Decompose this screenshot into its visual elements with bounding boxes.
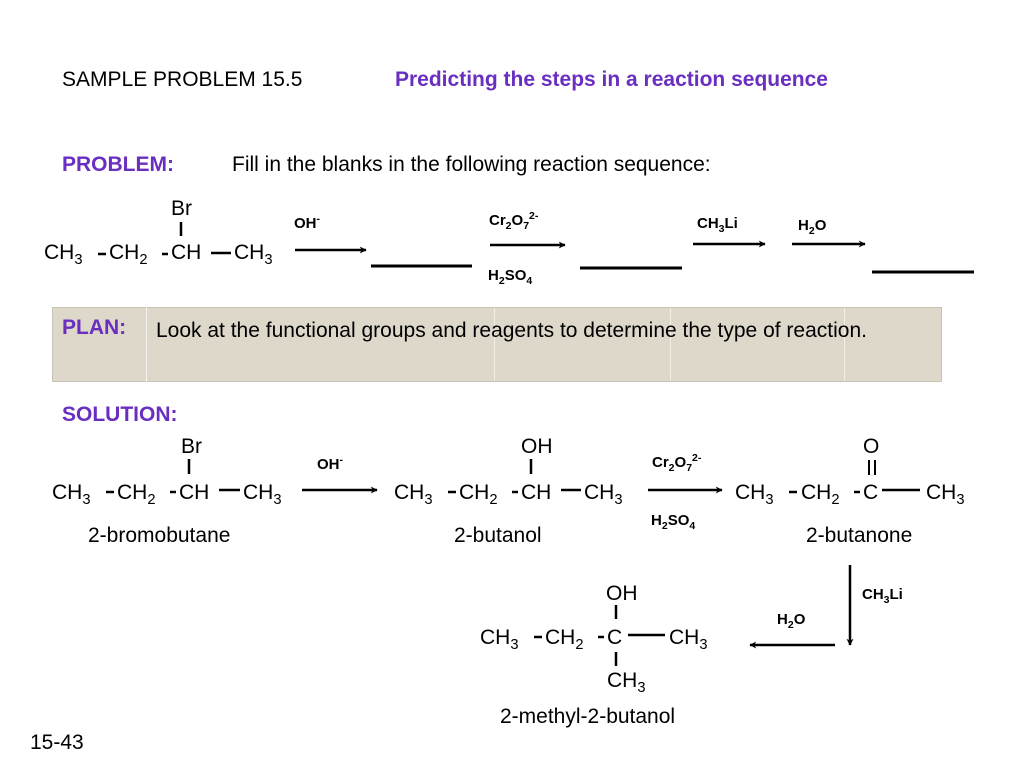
problem-ch-group: CH [171, 241, 202, 264]
problem-number: SAMPLE PROBLEM 15.5 [62, 68, 303, 91]
methylbutanol-ch3-right: CH3 [669, 626, 708, 654]
problem-reagent-methyllithium: CH3Li [697, 215, 738, 235]
plan-divider [146, 307, 147, 382]
solution-reagent-dichromate: Cr2O72- [652, 452, 702, 474]
solution-reagent-hydroxide: OH- [317, 454, 343, 473]
solution-reagent-water: H2O [777, 611, 806, 631]
butanol-ch2: CH2 [459, 481, 498, 509]
butanone-ch2: CH2 [801, 481, 840, 509]
name-bromobutane: 2-bromobutane [88, 524, 231, 547]
butanone-ch3-left: CH3 [735, 481, 774, 509]
butanone-o-atom: O [863, 435, 880, 458]
methylbutanol-c: C [607, 626, 623, 649]
problem-reagent-water: H2O [798, 217, 827, 237]
problem-label: PROBLEM: [62, 153, 174, 176]
methylbutanol-ch3-left: CH3 [480, 626, 519, 654]
methylbutanol-ch3-bottom: CH3 [607, 669, 646, 697]
methylbutanol-oh-group: OH [606, 582, 638, 605]
name-butanol: 2-butanol [454, 524, 542, 547]
problem-ch3-end-group: CH3 [234, 241, 273, 269]
plan-text: Look at the functional groups and reagen… [156, 319, 867, 342]
problem-reagent-sulfuric-acid: H2SO4 [488, 267, 533, 287]
butanol-ch: CH [521, 481, 552, 504]
methylbutanol-ch2: CH2 [545, 626, 584, 654]
problem-title: Predicting the steps in a reaction seque… [395, 68, 828, 91]
butanone-ch3-right: CH3 [926, 481, 965, 509]
problem-text: Fill in the blanks in the following reac… [232, 153, 711, 176]
problem-ch2-group: CH2 [109, 241, 148, 269]
bromobutane-ch: CH [179, 481, 210, 504]
butanol-oh-group: OH [521, 435, 553, 458]
solution-reagent-methyllithium: CH3Li [862, 586, 903, 606]
butanol-ch3-left: CH3 [394, 481, 433, 509]
plan-label: PLAN: [62, 316, 127, 339]
problem-reagent-hydroxide: OH- [294, 213, 320, 232]
plan-box [52, 307, 942, 382]
name-butanone: 2-butanone [806, 524, 913, 547]
solution-reagent-sulfuric-acid: H2SO4 [651, 512, 696, 532]
bromobutane-ch3-right: CH3 [243, 481, 282, 509]
problem-start-structure: CH3 [44, 241, 83, 269]
slide-number: 15-43 [30, 731, 84, 754]
problem-br-atom: Br [171, 197, 192, 220]
butanol-ch3-right: CH3 [584, 481, 623, 509]
butanone-c: C [863, 481, 879, 504]
name-methylbutanol: 2-methyl-2-butanol [500, 705, 676, 728]
bromobutane-br-atom: Br [181, 435, 202, 458]
solution-label: SOLUTION: [62, 403, 178, 426]
bromobutane-ch2: CH2 [117, 481, 156, 509]
bromobutane-ch3-left: CH3 [52, 481, 91, 509]
problem-reagent-dichromate: Cr2O72- [489, 210, 539, 232]
